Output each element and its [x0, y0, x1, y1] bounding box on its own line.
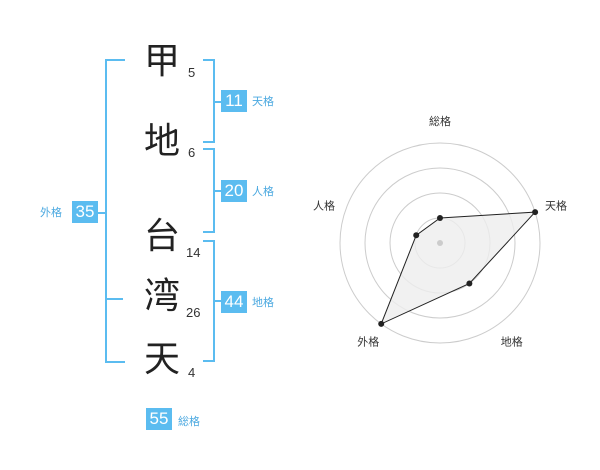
name-char-1: 甲 — [143, 41, 180, 82]
stroke-count-3: 14 — [186, 245, 201, 260]
radar-ring-4 — [339, 142, 541, 344]
jinkaku-value-badge: 20 — [221, 180, 247, 202]
name-char-3: 台 — [143, 216, 180, 257]
chikaku-bracket — [203, 240, 215, 362]
gaikaku-bracket-stub — [96, 212, 105, 214]
name-char-5: 天 — [143, 339, 180, 380]
radar-point-2 — [532, 209, 539, 216]
radar-point-5 — [413, 232, 420, 239]
chikaku-label: 地格 — [252, 296, 274, 309]
tenkaku-value-badge: 11 — [221, 90, 247, 112]
radar-axis-label-1: 総格 — [429, 114, 451, 128]
jinkaku-bracket — [203, 148, 215, 233]
jinkaku-bracket-stub — [215, 190, 221, 192]
radar-center — [437, 240, 443, 246]
gaikaku-label: 外格 — [40, 206, 62, 219]
radar-point-1 — [437, 215, 443, 221]
stroke-count-5: 4 — [188, 365, 196, 380]
gaikaku-bracket — [105, 59, 125, 363]
stroke-count-2: 6 — [188, 145, 196, 160]
stroke-count-4: 26 — [186, 305, 201, 320]
tenkaku-bracket — [203, 59, 215, 143]
gaikaku-bracket-tick — [105, 298, 123, 300]
soukaku-value-badge: 55 — [146, 408, 172, 430]
gaikaku-value-badge: 35 — [72, 201, 98, 223]
chikaku-bracket-stub — [215, 300, 221, 302]
radar-axis-label-2: 天格 — [545, 198, 567, 212]
jinkaku-label: 人格 — [252, 185, 274, 198]
radar-axis-label-5: 人格 — [313, 198, 335, 212]
name-char-4: 湾 — [143, 276, 180, 317]
name-char-2: 地 — [143, 121, 180, 162]
radar-point-3 — [466, 280, 473, 287]
radar-data-area — [380, 211, 537, 325]
radar-ring-3 — [364, 167, 516, 319]
radar-point-4 — [378, 320, 385, 327]
radar-axis-label-3: 地格 — [501, 335, 523, 349]
stroke-count-1: 5 — [188, 65, 196, 80]
chikaku-value-badge: 44 — [221, 291, 247, 313]
radar-axis-label-4: 外格 — [357, 335, 379, 349]
tenkaku-bracket-stub — [215, 101, 221, 103]
tenkaku-label: 天格 — [252, 95, 274, 108]
soukaku-label: 総格 — [178, 415, 200, 428]
